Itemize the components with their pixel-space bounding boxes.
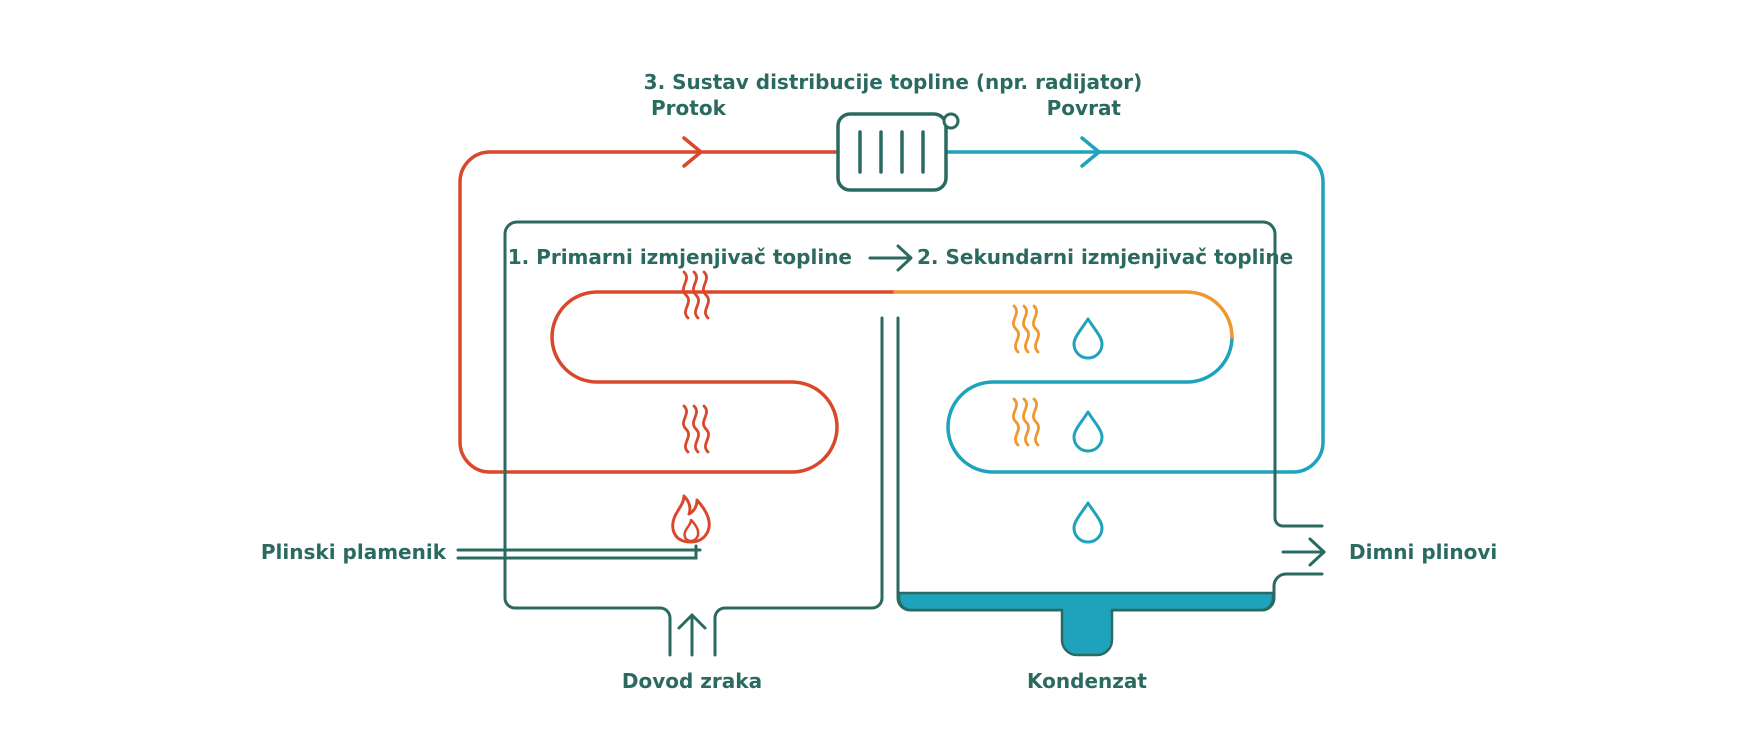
boiler-casing-right xyxy=(896,316,1324,612)
primary-exchanger-label: 1. Primarni izmjenjivač topline xyxy=(508,245,852,269)
condensate-pool xyxy=(897,591,1275,657)
condensate-label: Kondenzat xyxy=(1027,669,1147,693)
gas-burner-pipe xyxy=(456,544,702,560)
flue-gas-arrow-icon xyxy=(1281,537,1326,567)
return-arrow-icon xyxy=(1080,136,1101,168)
flame-icon xyxy=(671,494,711,544)
air-supply-arrow-icon xyxy=(677,613,707,657)
return-label: Povrat xyxy=(1047,96,1122,120)
radiator-icon xyxy=(836,112,960,192)
distribution-system-label: 3. Sustav distribucije topline (npr. rad… xyxy=(644,70,1143,94)
heat-waves-icon xyxy=(1012,397,1040,447)
heat-waves-icon xyxy=(1012,304,1040,354)
boiler-casing-left xyxy=(713,316,884,657)
return-pipe-cold xyxy=(946,150,1325,474)
heat-waves-icon xyxy=(682,270,710,320)
secondary-exchanger-label: 2. Sekundarni izmjenjivač topline xyxy=(917,245,1293,269)
flue-gases-label: Dimni plinovi xyxy=(1349,540,1497,564)
gas-burner-label: Plinski plamenik xyxy=(261,540,447,564)
air-supply-label: Dovod zraka xyxy=(622,669,762,693)
secondary-pipe-warm xyxy=(893,290,1234,339)
heat-waves-icon xyxy=(682,404,710,454)
water-drop-icon xyxy=(1072,410,1104,453)
water-drop-icon xyxy=(1072,501,1104,544)
arrow-right-icon xyxy=(868,244,913,272)
flow-pipe-hot xyxy=(458,150,897,474)
flow-label: Protok xyxy=(651,96,727,120)
flow-arrow-icon xyxy=(682,136,703,168)
boiler-casing-outer xyxy=(503,220,1324,657)
water-drop-icon xyxy=(1072,317,1104,360)
